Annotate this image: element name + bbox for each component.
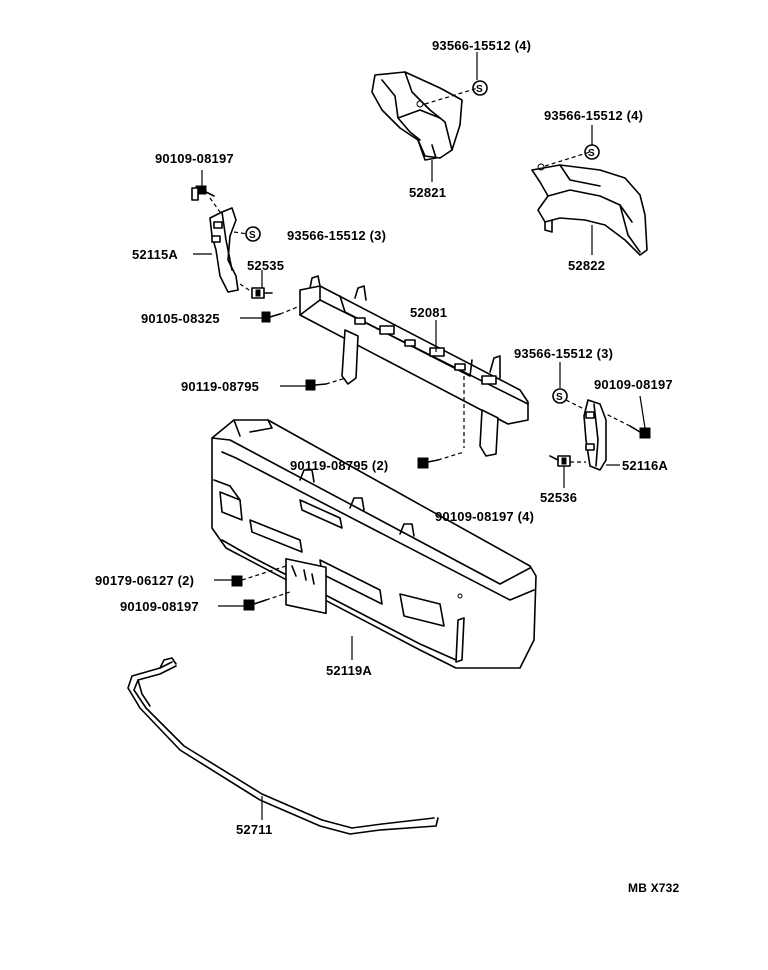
label-90119-08795-pair: 90119-08795 (2) [290, 458, 389, 473]
clip-52536 [549, 455, 571, 467]
nut-90179 [231, 575, 243, 587]
label-90109-08197-bottom-left: 90109-08197 [120, 599, 199, 614]
svg-text:S: S [556, 392, 563, 403]
bolt-90109-bottom-left [243, 599, 267, 611]
washer-symbol-right: S [584, 144, 600, 160]
bolt-90109-right [629, 425, 651, 439]
label-52822: 52822 [568, 258, 606, 273]
washer-symbol-top: S [472, 80, 488, 96]
part-52119A-bumper-cover [211, 419, 537, 669]
part-52081-reinforcement [299, 275, 529, 457]
part-52822-bracket [531, 163, 648, 256]
label-90109-08197-right: 90109-08197 [594, 377, 673, 392]
part-52115A-bracket [209, 207, 239, 293]
label-52081: 52081 [410, 305, 448, 320]
bolt-90119-pair [417, 457, 439, 469]
part-52116A-bracket [583, 399, 607, 471]
clip-52535 [251, 287, 273, 299]
label-90109-08197-top-left: 90109-08197 [155, 151, 234, 166]
label-90119-08795-left: 90119-08795 [181, 379, 260, 394]
label-93566-15512-right: 93566-15512 (4) [544, 108, 644, 123]
washer-symbol-right-lower: S [552, 388, 568, 404]
diagram-code: MB X732 [628, 881, 680, 895]
label-52821: 52821 [409, 185, 447, 200]
label-93566-15512-right-3: 93566-15512 (3) [514, 346, 614, 361]
part-52821-bracket [371, 71, 463, 161]
bolt-90109-top-left [191, 185, 215, 201]
label-90179-06127: 90179-06127 (2) [95, 573, 195, 588]
label-52536: 52536 [540, 490, 578, 505]
label-52119A: 52119A [326, 663, 373, 678]
label-52535: 52535 [247, 258, 285, 273]
label-52115A: 52115A [132, 247, 179, 262]
svg-text:S: S [476, 84, 483, 95]
part-52711-molding [127, 657, 439, 835]
washer-symbol-mid: S [245, 226, 261, 242]
bolt-90119-left [305, 379, 327, 391]
label-52711: 52711 [236, 822, 273, 837]
bolt-90105 [261, 311, 281, 323]
svg-text:S: S [588, 148, 595, 159]
label-52116A: 52116A [622, 458, 669, 473]
label-93566-15512-mid: 93566-15512 (3) [287, 228, 387, 243]
label-90105-08325: 90105-08325 [141, 311, 220, 326]
svg-text:S: S [249, 230, 256, 241]
label-90109-08197-set: 90109-08197 (4) [435, 509, 535, 524]
label-93566-15512-top: 93566-15512 (4) [432, 38, 532, 53]
